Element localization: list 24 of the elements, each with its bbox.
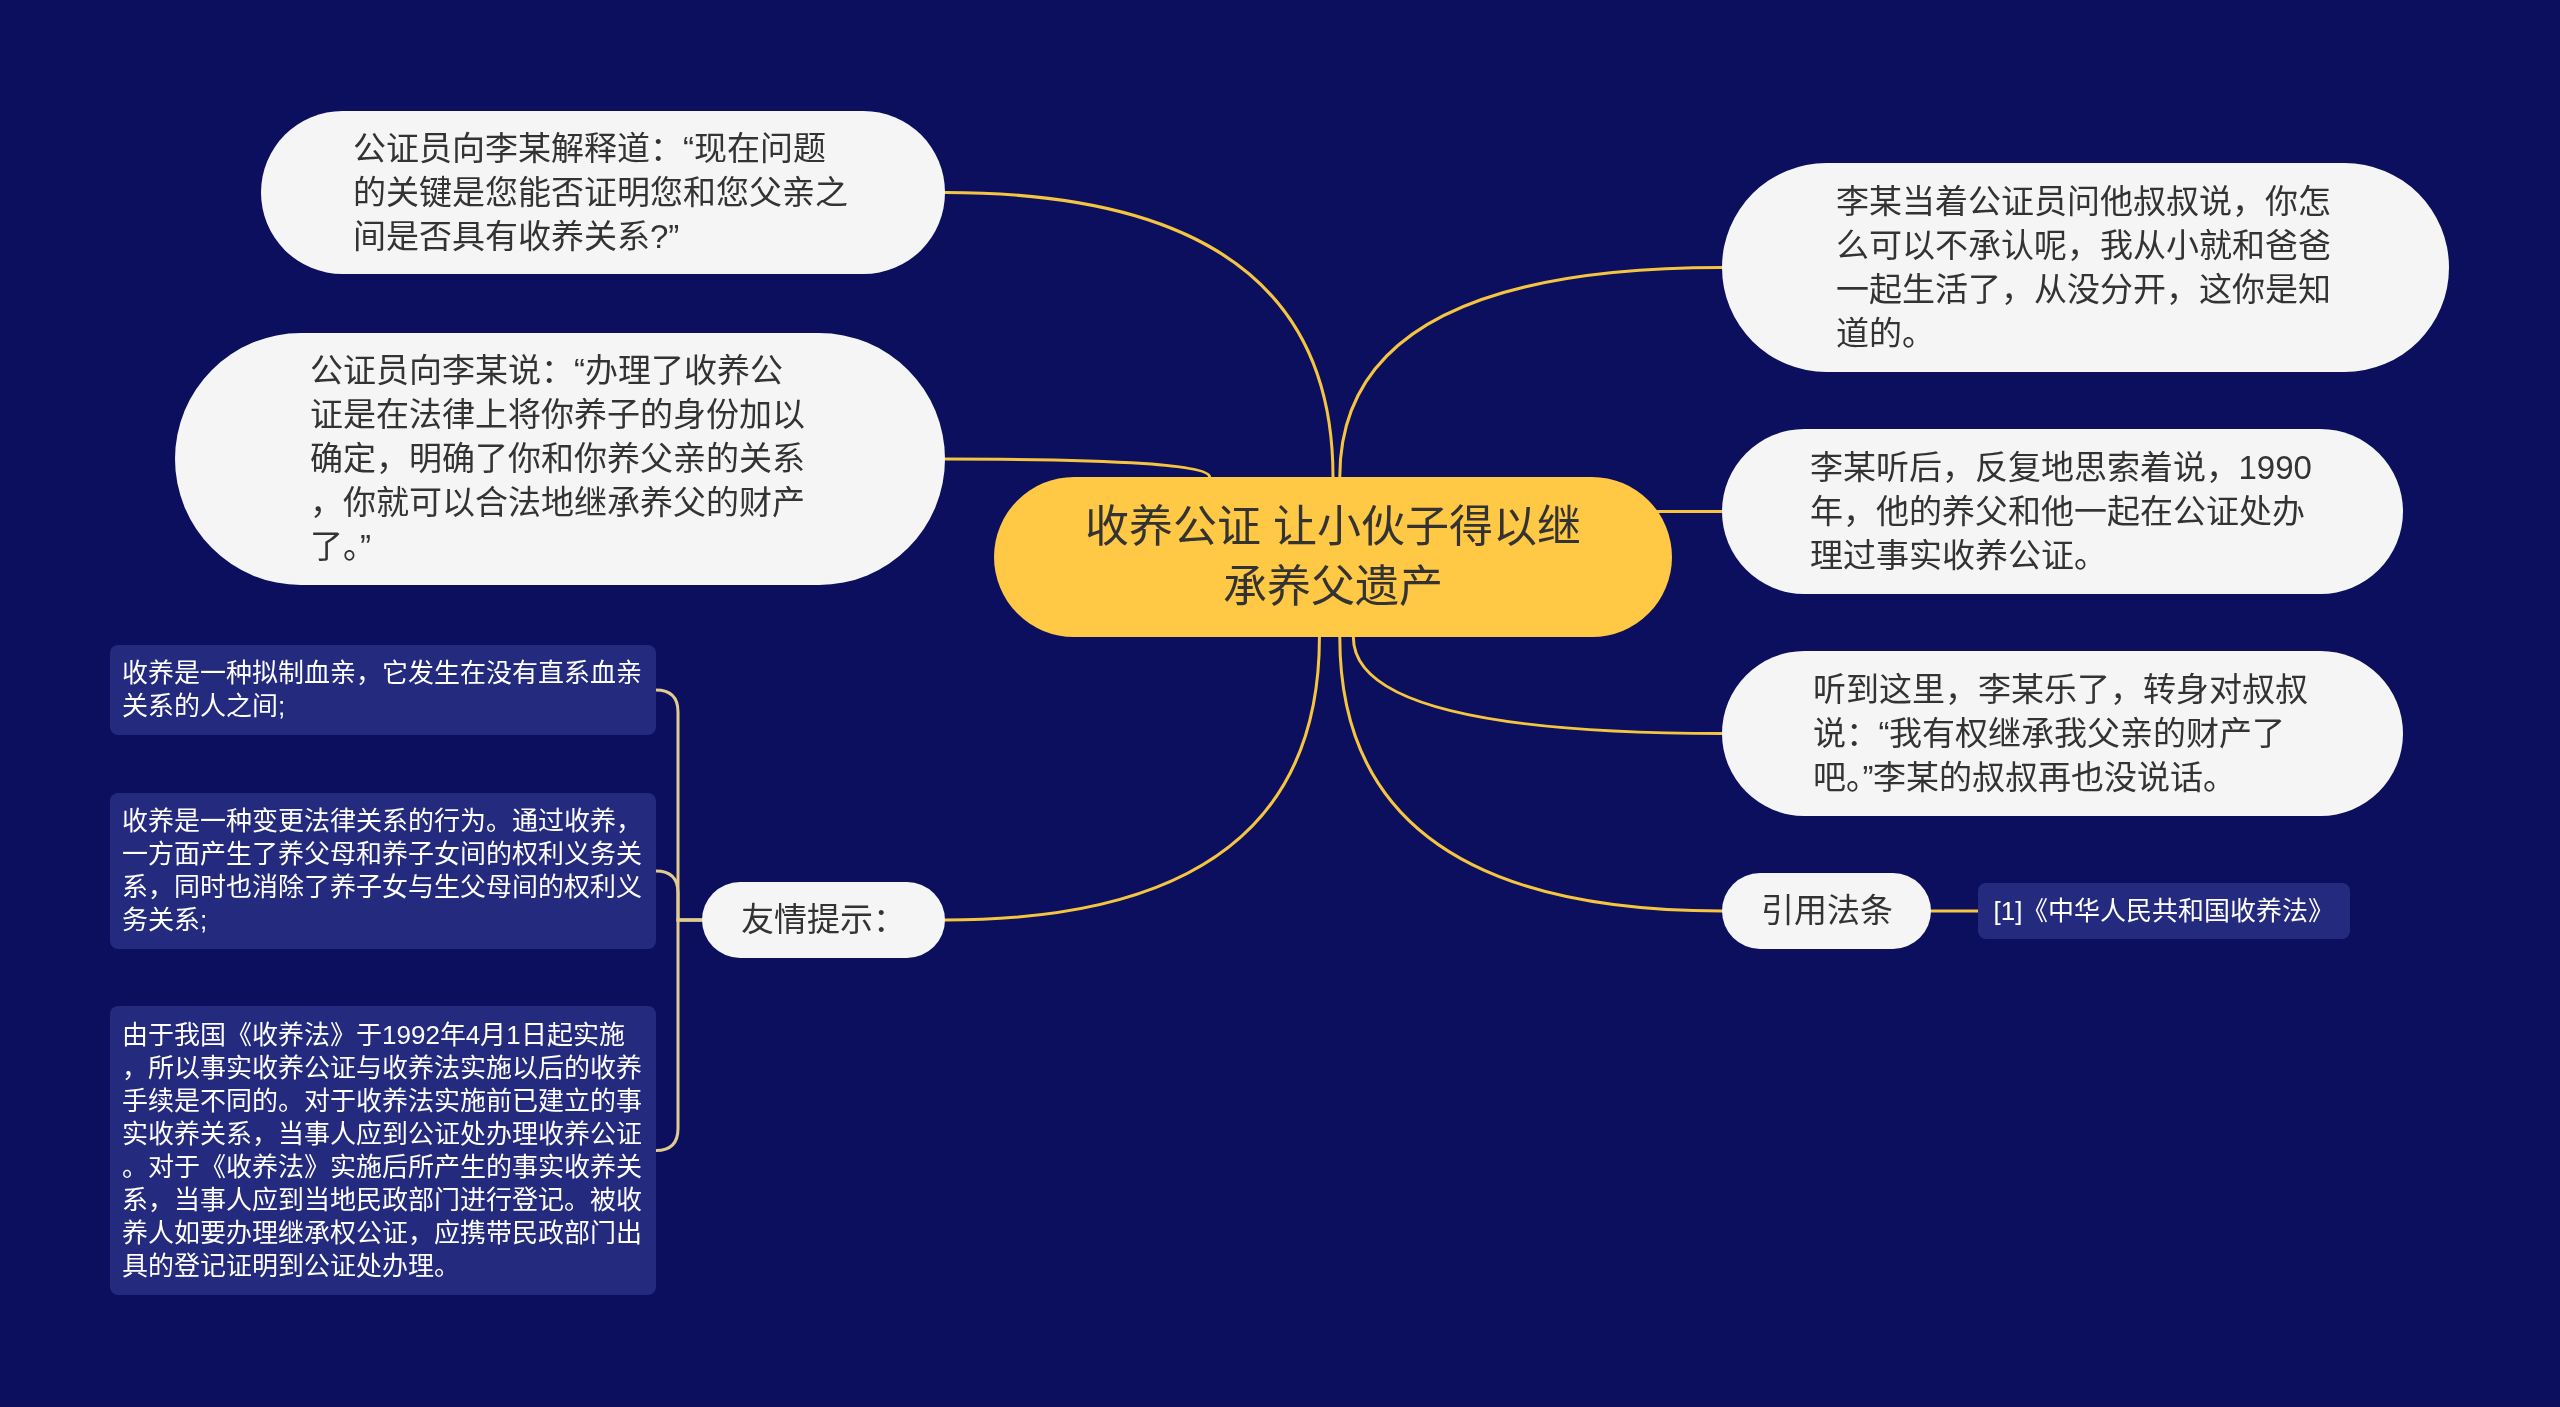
note-text: 收养是一种拟制血亲，它发生在没有直系血亲关系的人之间; <box>122 657 643 723</box>
connector-line <box>943 457 1212 479</box>
connector-line <box>654 918 704 1152</box>
note-text: 收养是一种变更法律关系的行为。通过收养，一方面产生了养父母和养子女间的权利义务关系，同时也消除了养子女与生父母间的权利义务关系; <box>122 805 643 937</box>
connector-line <box>1338 635 1724 913</box>
note-text: 由于我国《收养法》于1992年4月1日起实施，所以事实收养公证与收养法实施以后的收养手续是不同的。对于收养法实施前已建立的事实收养关系，当事人应到公证处办理收养公证。对于《收养法》实施后所产生的事实收养关系，当事人应到当地民政部门进行登记。被收养人如要办理继承权公证，应携带民政部门出具的登记证明到公证处办理。 <box>122 1018 643 1283</box>
topic-text: 李某当着公证员问他叔叔说，你怎么可以不承认呢，我从小就和爸爸一起生活了，从没分开，这你是知道的。 <box>1835 181 2332 354</box>
topic-text: 收养公证 让小伙子得以继承养父遗产 <box>1083 501 1583 613</box>
connector-line <box>1338 266 1724 479</box>
topic-text: 公证员向李某说：“办理了收养公证是在法律上将你养子的身份加以确定，明确了你和你养父亲的关系，你就可以合法地继承养父的财产了。” <box>310 351 806 567</box>
connector-line <box>1351 635 1724 735</box>
connector-line <box>943 191 1335 479</box>
topic-text: 友情提示： <box>741 900 906 940</box>
connector-line <box>943 635 1321 922</box>
note-card <box>110 793 656 949</box>
topic-text: 听到这里，李某乐了，转身对叔叔说：“我有权继承我父亲的财产了吧。”李某的叔叔再也没说话。 <box>1812 669 2309 798</box>
citation-tag <box>1978 883 2350 939</box>
topic-text: 引用法条 <box>1760 891 1893 931</box>
connector-line <box>1929 909 1980 913</box>
topic-text: 公证员向李某解释道：“现在问题的关键是您能否证明您和您父亲之间是否具有收养关系?” <box>353 128 849 257</box>
citation-text: [1]《中华人民共和国收养法》 <box>1993 894 2335 928</box>
note-card <box>110 645 656 735</box>
connector-line <box>1656 510 1724 513</box>
topic-text: 李某听后，反复地思索着说，1990年，他的养父和他一起在公证处办理过事实收养公证。 <box>1809 447 2313 576</box>
